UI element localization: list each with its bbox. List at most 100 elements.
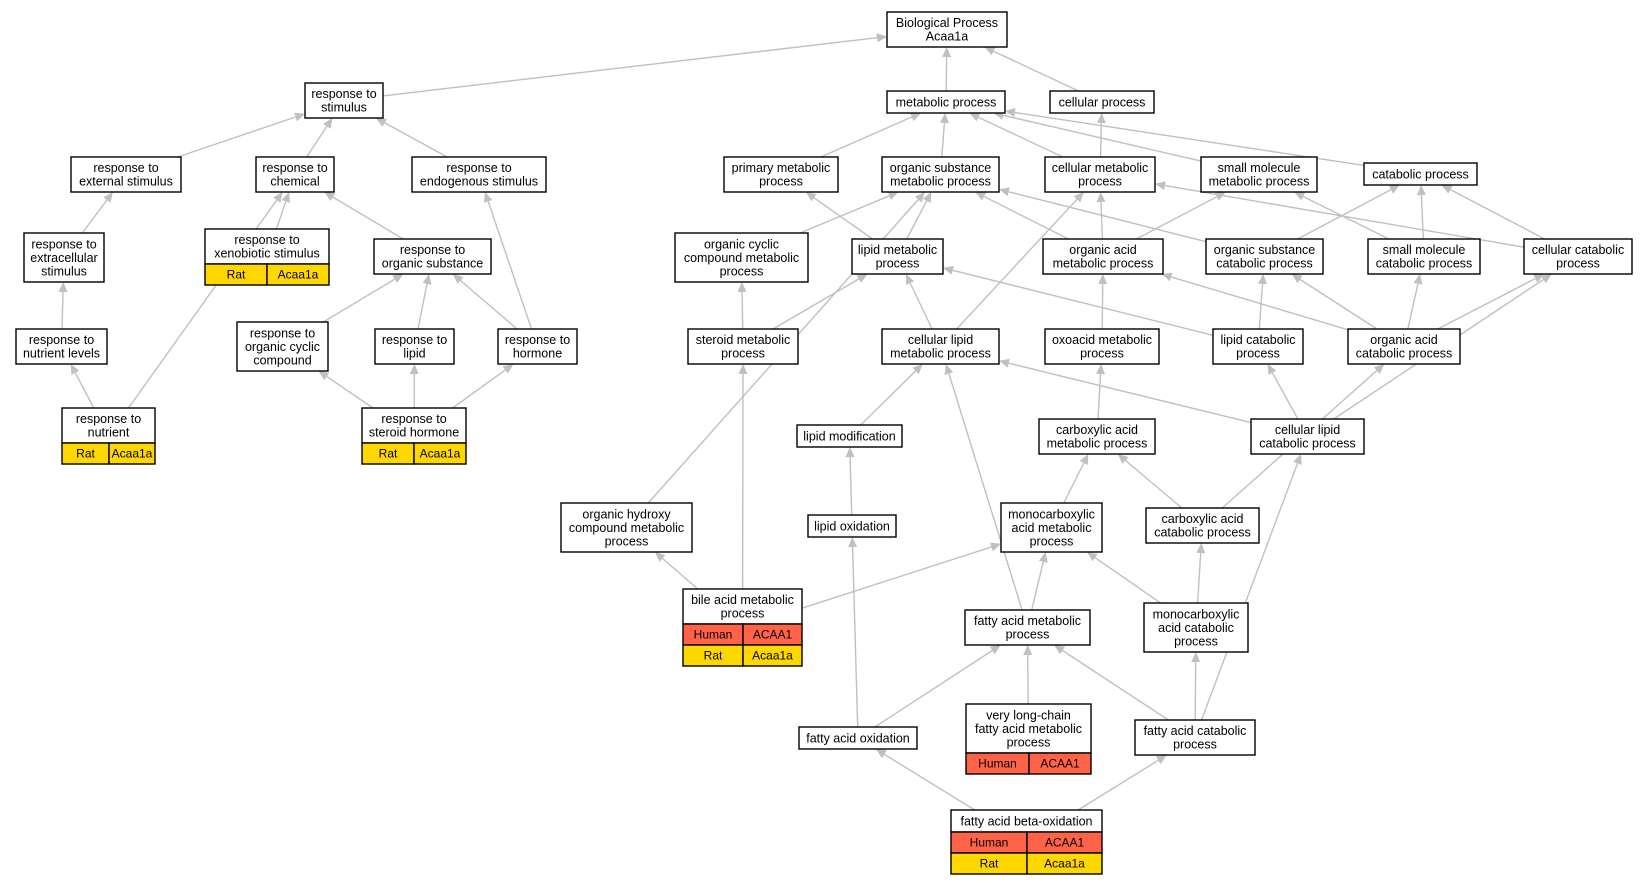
node-box xyxy=(798,726,918,750)
edge-arrowhead xyxy=(1293,454,1302,465)
go-term-node[interactable]: cellular process xyxy=(1049,90,1155,114)
edge-line xyxy=(1124,459,1183,509)
node-label-line: cellular lipid xyxy=(908,333,973,347)
node-label-line: process xyxy=(1173,738,1217,752)
go-term-node[interactable]: catabolic process xyxy=(1363,162,1478,186)
node-label-line: metabolic process xyxy=(896,95,997,109)
go-term-node[interactable]: lipid modification xyxy=(796,424,903,448)
species-label: Human xyxy=(970,836,1009,850)
node-box xyxy=(1200,156,1318,193)
node-label-line: external stimulus xyxy=(79,175,173,189)
edge-arrowhead xyxy=(1291,274,1303,284)
node-label-line: organic cyclic xyxy=(704,237,779,251)
node-box xyxy=(687,328,799,365)
go-term-node[interactable]: lipid oxidation xyxy=(807,514,897,538)
edge-line xyxy=(906,200,928,240)
edge-line xyxy=(941,122,946,158)
edge-arrowhead xyxy=(1086,552,1098,562)
species-label: Rat xyxy=(227,268,246,282)
edge-line xyxy=(820,116,913,158)
node-label-line: small molecule xyxy=(1383,243,1466,257)
species-label: Rat xyxy=(76,447,95,461)
edge-arrowhead xyxy=(944,364,954,375)
edge-line xyxy=(948,373,1023,611)
gene-label: ACAA1 xyxy=(753,628,793,642)
node-label-line: response to xyxy=(311,87,376,101)
go-term-node[interactable]: fatty acid oxidation xyxy=(798,726,918,750)
edge-line xyxy=(1077,759,1159,811)
gene-label: Acaa1a xyxy=(278,268,319,282)
node-box xyxy=(886,90,1006,114)
edge-line xyxy=(382,37,878,97)
gene-cell xyxy=(742,644,803,667)
edge-line xyxy=(61,291,64,330)
edge-arrowhead xyxy=(409,364,419,374)
edge-line xyxy=(1196,552,1202,604)
edge-arrowhead xyxy=(1413,274,1423,285)
edge-line xyxy=(813,197,874,240)
edge-line xyxy=(1407,283,1419,330)
node-label-line: chemical xyxy=(270,175,319,189)
node-label-line: response to xyxy=(505,333,570,347)
edge-arrowhead xyxy=(989,645,1001,655)
node-label-line: catabolic process xyxy=(1216,257,1313,271)
node-box xyxy=(1145,507,1260,544)
go-term-node[interactable]: metabolic process xyxy=(886,90,1006,114)
edge-arrowhead xyxy=(1258,274,1267,285)
edge-arrowhead xyxy=(999,187,1010,197)
edge-arrowhead xyxy=(324,192,336,201)
edge-line xyxy=(1299,278,1378,330)
edge-arrowhead xyxy=(392,274,404,283)
node-box xyxy=(497,328,578,365)
node-label-line: organic cyclic xyxy=(245,340,320,354)
node-label-line: process xyxy=(1174,634,1218,648)
edge-arrowhead xyxy=(1540,274,1552,284)
edge-arrowhead xyxy=(943,265,954,275)
node-label-line: metabolic process xyxy=(890,175,991,189)
node-box xyxy=(964,609,1091,646)
node-label-line: compound metabolic xyxy=(684,251,799,265)
edge-line xyxy=(452,369,506,409)
node-label-line: acid catabolic xyxy=(1158,621,1234,635)
